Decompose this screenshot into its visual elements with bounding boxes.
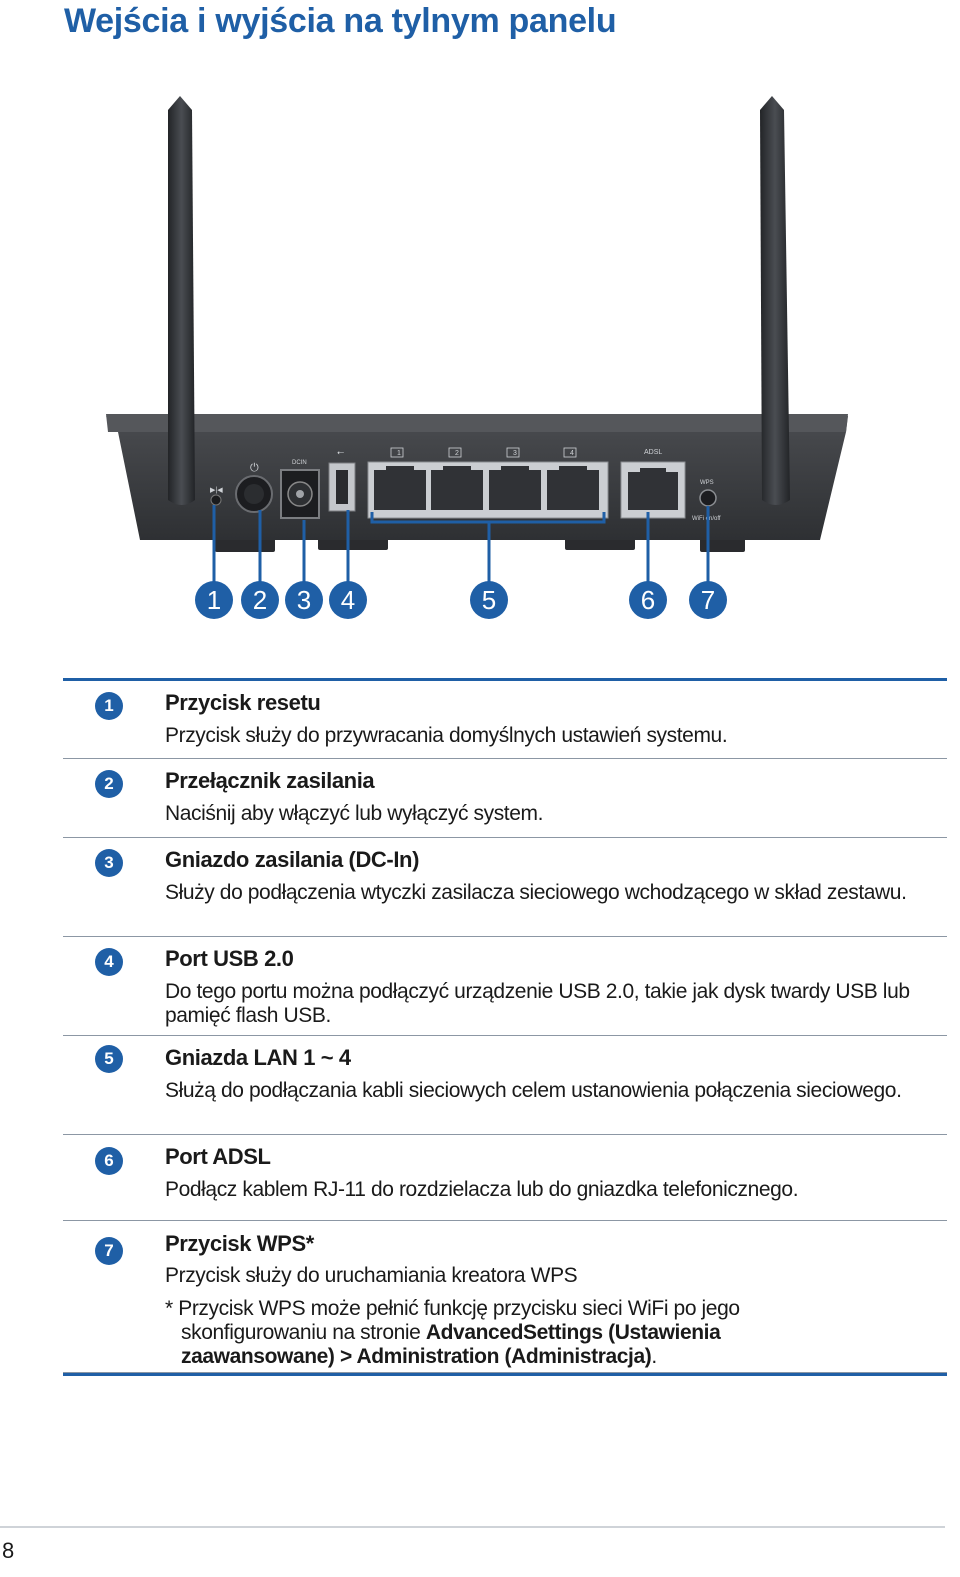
- svg-text:⏻: ⏻: [250, 462, 259, 474]
- callout-leaders: [212, 505, 710, 582]
- row-number-badge: 3: [95, 849, 123, 877]
- row-description: Służy do podłączenia wtyczki zasilacza s…: [165, 881, 907, 904]
- row-number-badge: 1: [95, 692, 123, 720]
- callout-4: 4: [329, 581, 367, 619]
- table-row: 1 Przycisk resetu Przycisk służy do przy…: [63, 681, 947, 759]
- footer-rule: [0, 1526, 945, 1528]
- callout-5: 5: [470, 581, 508, 619]
- lan-port-4: 4: [547, 447, 599, 510]
- right-antenna: [760, 96, 790, 505]
- row-title: Gniazdo zasilania (DC-In): [165, 847, 420, 872]
- row-title: Port ADSL: [165, 1144, 271, 1169]
- row-title: Port USB 2.0: [165, 946, 294, 971]
- svg-text:6: 6: [641, 585, 655, 615]
- row-number-badge: 6: [95, 1147, 123, 1175]
- callout-7: 7: [689, 581, 727, 619]
- note-bold-path: AdvancedSettings (Ustawienia zaawansowan…: [181, 1321, 721, 1368]
- page-title: Wejścia i wyjścia na tylnym panelu: [64, 2, 617, 40]
- note-text: * Przycisk WPS może pełnić funkcję przyc…: [165, 1297, 740, 1344]
- router-foot: [215, 538, 275, 552]
- row-description: Przycisk służy do uruchamiania kreatora …: [165, 1264, 578, 1287]
- row-number-badge: 4: [95, 948, 123, 976]
- svg-text:3: 3: [513, 450, 517, 457]
- row-title: Gniazda LAN 1 ~ 4: [165, 1045, 351, 1070]
- dcin-label: DCIN: [292, 460, 307, 466]
- row-description: Podłącz kablem RJ-11 do rozdzielacza lub…: [165, 1178, 799, 1201]
- callout-6: 6: [629, 581, 667, 619]
- reset-button-illustration: ▶|◀: [210, 487, 223, 506]
- svg-text:7: 7: [701, 585, 715, 615]
- table-row: 3 Gniazdo zasilania (DC-In) Służy do pod…: [63, 838, 947, 937]
- row-description: Do tego portu można podłączyć urządzenie…: [165, 980, 910, 1027]
- wps-label: WPS: [700, 480, 714, 486]
- callout-2: 2: [241, 581, 279, 619]
- adsl-label: ADSL: [644, 449, 662, 456]
- table-row: 2 Przełącznik zasilania Naciśnij aby włą…: [63, 759, 947, 838]
- wifi-label: WiFi on/off: [692, 516, 721, 522]
- table-row: 6 Port ADSL Podłącz kablem RJ-11 do rozd…: [63, 1135, 947, 1221]
- svg-text:1: 1: [207, 585, 221, 615]
- router-top-edge: [106, 414, 848, 432]
- router-foot: [318, 538, 388, 550]
- table-row: 7 Przycisk WPS* Przycisk służy do urucha…: [63, 1221, 947, 1373]
- callout-badges: 1 2 3 4 5 6 7: [195, 581, 727, 619]
- row-title: Przycisk WPS*: [165, 1231, 314, 1256]
- row-title: Przycisk resetu: [165, 690, 321, 715]
- row-number-badge: 7: [95, 1237, 123, 1265]
- svg-text:4: 4: [570, 450, 574, 457]
- svg-text:▶|◀: ▶|◀: [210, 487, 223, 494]
- router-foot: [700, 538, 745, 552]
- table-row: 5 Gniazda LAN 1 ~ 4 Służą do podłączania…: [63, 1036, 947, 1135]
- svg-text:3: 3: [297, 585, 311, 615]
- row-number-badge: 2: [95, 770, 123, 798]
- dc-in-jack-illustration: DCIN: [280, 460, 320, 519]
- svg-text:4: 4: [341, 585, 355, 615]
- left-antenna: [168, 96, 195, 505]
- row-title: Przełącznik zasilania: [165, 768, 375, 793]
- lan-port-1: 1: [374, 447, 426, 510]
- row-description: Przycisk służy do przywracania domyślnyc…: [165, 724, 728, 747]
- adsl-port-illustration: ADSL: [620, 449, 686, 519]
- row-number-badge: 5: [95, 1045, 123, 1073]
- page-number: 8: [2, 1538, 15, 1563]
- callout-3: 3: [285, 581, 323, 619]
- usb-port-illustration: ⭠: [328, 447, 356, 512]
- svg-text:5: 5: [482, 585, 496, 615]
- router-rear-panel-illustration: ▶|◀ ⏻ DCIN ⭠ 1 2 3: [106, 96, 848, 619]
- lan-port-2: 2: [431, 447, 483, 510]
- table-top-rule: [63, 678, 947, 681]
- router-foot: [565, 538, 635, 550]
- svg-text:1: 1: [397, 450, 401, 457]
- lan-port-3: 3: [489, 447, 541, 510]
- table-bottom-rule: [63, 1373, 947, 1376]
- row-description: Służą do podłączania kabli sieciowych ce…: [165, 1079, 902, 1102]
- note-suffix: .: [651, 1345, 657, 1368]
- power-switch-illustration: ⏻: [235, 462, 273, 513]
- port-description-table: 1 Przycisk resetu Przycisk służy do przy…: [63, 678, 947, 1376]
- lan-ports-illustration: 1 2 3 4: [367, 447, 609, 519]
- svg-text:⭠: ⭠: [337, 447, 344, 457]
- callout-1: 1: [195, 581, 233, 619]
- table-row: 4 Port USB 2.0 Do tego portu można podłą…: [63, 937, 947, 1036]
- svg-text:2: 2: [455, 450, 459, 457]
- row-note: * Przycisk WPS może pełnić funkcję przyc…: [165, 1297, 821, 1369]
- svg-text:2: 2: [253, 585, 267, 615]
- row-description: Naciśnij aby włączyć lub wyłączyć system…: [165, 802, 544, 825]
